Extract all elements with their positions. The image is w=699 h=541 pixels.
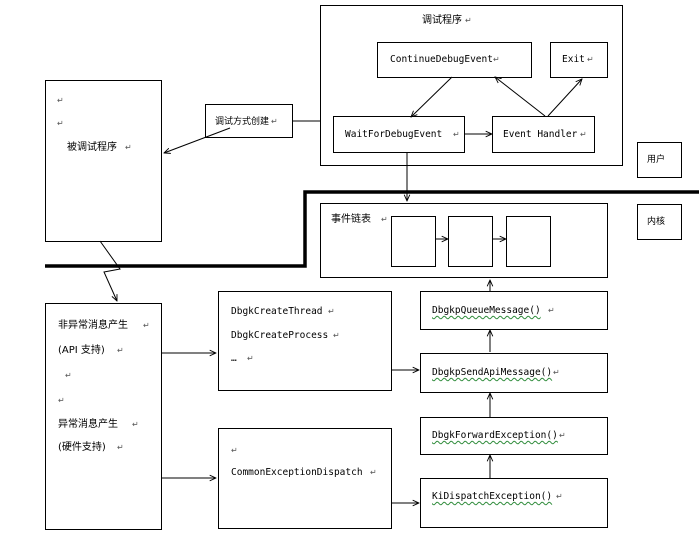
event-list-node [506, 216, 551, 267]
paragraph-mark: ↵ [117, 443, 124, 452]
paragraph-mark: ↵ [587, 55, 594, 64]
message-sources-box [45, 303, 162, 530]
kernel-mode-box [637, 204, 682, 240]
arrow-debuggee-to-sources [99, 240, 121, 301]
paragraph-mark: ↵ [328, 307, 335, 316]
debuggee-label: 被调试程序 [67, 142, 117, 153]
paragraph-mark: ↵ [143, 321, 150, 330]
ki-dispatch-exception-label: KiDispatchException() [432, 491, 553, 502]
dbgkp-send-api-message-label: DbgkpSendApiMessage() [432, 367, 553, 378]
paragraph-mark: ↵ [381, 215, 388, 224]
common-exception-dispatch-box [218, 428, 392, 529]
paragraph-mark: ↵ [370, 468, 377, 477]
dbgk-forward-exception-box [420, 417, 608, 455]
paragraph-mark: ↵ [58, 396, 65, 405]
exception-label: 异常消息产生 [58, 419, 118, 430]
dbgkp-queue-message-label: DbgkpQueueMessage() [432, 305, 541, 316]
paragraph-mark: ↵ [125, 143, 132, 152]
user-mode-box [637, 142, 682, 178]
paragraph-mark: ↵ [548, 306, 555, 315]
ki-dispatch-exception-box [420, 478, 608, 528]
user-mode-label: 用户 [647, 155, 666, 165]
paragraph-mark: ↵ [57, 96, 64, 105]
paragraph-mark: ↵ [65, 371, 72, 380]
paragraph-mark: ↵ [271, 117, 278, 126]
paragraph-mark: ↵ [453, 130, 460, 139]
paragraph-mark: ↵ [556, 492, 563, 501]
dbgk-create-box [218, 291, 392, 391]
paragraph-mark: ↵ [333, 331, 340, 340]
exit-label: Exit [562, 54, 585, 65]
common-exception-dispatch-label: CommonExceptionDispatch [231, 467, 363, 478]
paragraph-mark: ↵ [580, 130, 587, 139]
event-list-node [391, 216, 436, 267]
dbgkp-queue-message-box [420, 291, 608, 330]
wait-for-debug-event-box [333, 116, 465, 153]
paragraph-mark: ↵ [465, 16, 472, 25]
paragraph-mark: ↵ [559, 431, 566, 440]
paragraph-mark: ↵ [247, 354, 254, 363]
paragraph-mark: ↵ [57, 119, 64, 128]
debugger-title: 调试程序 [422, 15, 462, 26]
non-exception-label: 非异常消息产生 [58, 320, 128, 331]
event-list-node [448, 216, 493, 267]
paragraph-mark: ↵ [231, 446, 238, 455]
ellipsis-label: … [231, 353, 237, 364]
event-list-label: 事件链表 [331, 214, 371, 225]
debugger-box [320, 5, 623, 166]
hardware-support-label: (硬件支持) [58, 442, 106, 453]
dbgk-create-thread-label: DbgkCreateThread [231, 306, 323, 317]
paragraph-mark: ↵ [493, 55, 500, 64]
event-handler-box [492, 116, 595, 153]
paragraph-mark: ↵ [553, 368, 560, 377]
event-list-box [320, 203, 608, 278]
api-support-label: (API 支持) [58, 345, 105, 356]
paragraph-mark: ↵ [117, 346, 124, 355]
continue-debug-event-box [377, 42, 532, 78]
create-label-box [205, 104, 293, 138]
kernel-mode-label: 内核 [647, 217, 666, 227]
debuggee-box [45, 80, 162, 242]
paragraph-mark: ↵ [132, 420, 139, 429]
dbgk-create-process-label: DbgkCreateProcess [231, 330, 329, 341]
exit-box [550, 42, 608, 78]
continue-debug-event-label: ContinueDebugEvent [390, 54, 493, 65]
dbgk-forward-exception-label: DbgkForwardException() [432, 430, 558, 441]
create-label: 调试方式创建 [215, 117, 270, 127]
dbgkp-send-api-message-box [420, 353, 608, 393]
wait-for-debug-event-label: WaitForDebugEvent [345, 129, 443, 140]
event-handler-label: Event Handler [503, 129, 578, 140]
